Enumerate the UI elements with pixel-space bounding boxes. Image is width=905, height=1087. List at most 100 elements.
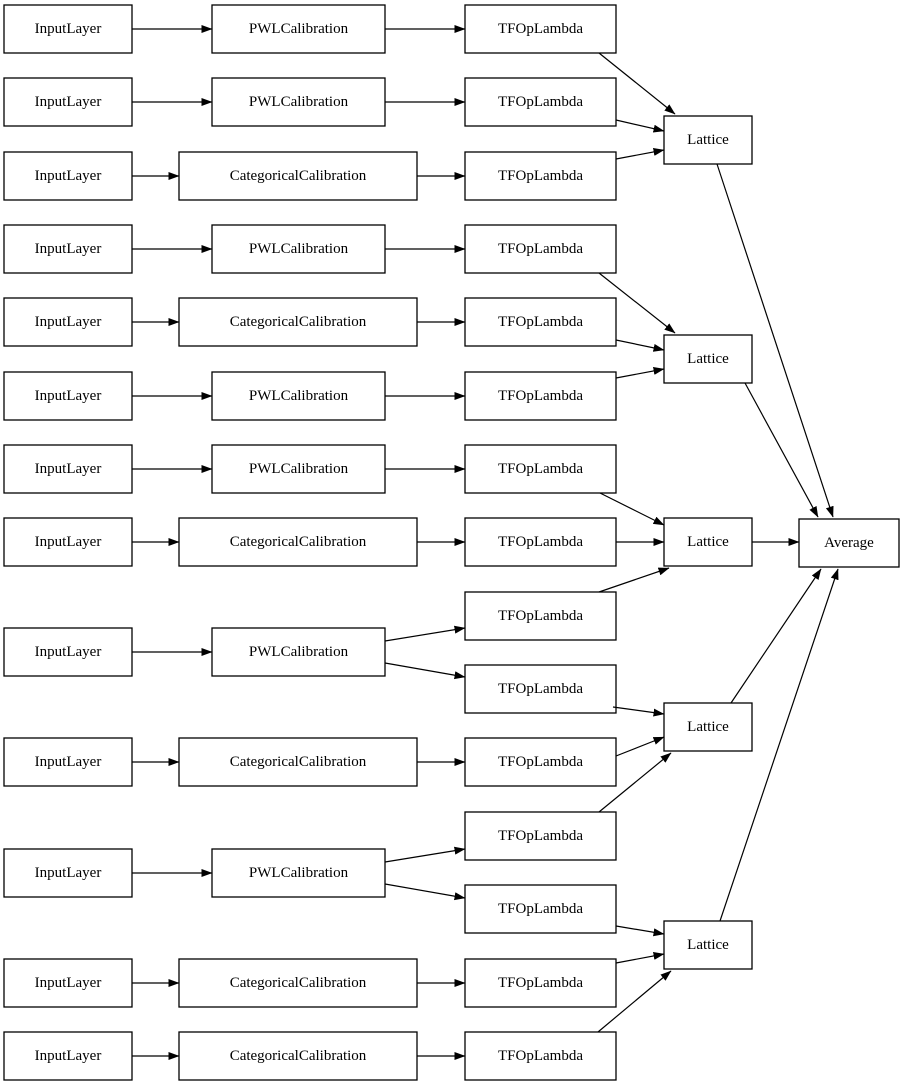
node-label: Lattice <box>687 132 729 148</box>
node-in2: InputLayer <box>3 77 133 127</box>
node-box <box>464 958 617 1008</box>
node-label: InputLayer <box>35 1048 102 1064</box>
node-avg: Average <box>798 518 900 568</box>
node-cal3: CategoricalCalibration <box>178 151 418 201</box>
node-box <box>464 517 617 567</box>
node-label: Lattice <box>687 719 729 735</box>
edge-tf14-lat5 <box>615 952 665 964</box>
node-box <box>3 4 133 54</box>
node-box <box>3 958 133 1008</box>
node-box <box>211 371 386 421</box>
node-box <box>211 4 386 54</box>
node-label: InputLayer <box>35 754 102 770</box>
node-lat1: Lattice <box>663 115 753 165</box>
edge-tf13-lat5 <box>615 925 665 937</box>
node-label: CategoricalCalibration <box>230 168 367 184</box>
node-label: TFOpLambda <box>498 534 583 550</box>
node-label: InputLayer <box>35 241 102 257</box>
node-box <box>3 1031 133 1081</box>
node-lat5: Lattice <box>663 920 753 970</box>
node-label: InputLayer <box>35 168 102 184</box>
node-tf1: TFOpLambda <box>464 4 617 54</box>
node-label: TFOpLambda <box>498 241 583 257</box>
edge-cal9-tf10 <box>384 662 466 680</box>
node-tf7: TFOpLambda <box>464 444 617 494</box>
edge-tf15-lat5 <box>597 970 672 1033</box>
node-label: CategoricalCalibration <box>230 314 367 330</box>
node-tf11: TFOpLambda <box>464 737 617 787</box>
node-label: PWLCalibration <box>249 21 349 37</box>
node-label: TFOpLambda <box>498 461 583 477</box>
node-box <box>464 4 617 54</box>
edge-lat4-avg <box>730 568 822 704</box>
node-tf3: TFOpLambda <box>464 151 617 201</box>
node-box <box>3 848 133 898</box>
node-cal9: PWLCalibration <box>211 627 386 677</box>
node-in5: InputLayer <box>3 297 133 347</box>
node-tf5: TFOpLambda <box>464 297 617 347</box>
node-box <box>663 517 753 567</box>
node-box <box>464 371 617 421</box>
node-tf9: TFOpLambda <box>464 591 617 641</box>
node-box <box>663 115 753 165</box>
node-cal4: PWLCalibration <box>211 224 386 274</box>
edge-tf5-lat2 <box>615 339 665 352</box>
node-box <box>663 920 753 970</box>
node-box <box>3 151 133 201</box>
node-in13: InputLayer <box>3 1031 133 1081</box>
node-tf13: TFOpLambda <box>464 884 617 934</box>
node-cal7: PWLCalibration <box>211 444 386 494</box>
node-box <box>464 884 617 934</box>
node-tf14: TFOpLambda <box>464 958 617 1008</box>
node-in12: InputLayer <box>3 958 133 1008</box>
node-label: InputLayer <box>35 461 102 477</box>
node-label: Lattice <box>687 351 729 367</box>
node-label: Lattice <box>687 937 729 953</box>
edge-lat1-avg <box>716 163 834 518</box>
node-tf2: TFOpLambda <box>464 77 617 127</box>
edge-cal11-tf12 <box>384 846 466 863</box>
edge-cal9-tf9 <box>384 625 466 642</box>
node-tf10: TFOpLambda <box>464 664 617 714</box>
node-in10: InputLayer <box>3 737 133 787</box>
node-in1: InputLayer <box>3 4 133 54</box>
node-label: Average <box>824 535 874 551</box>
node-cal13: CategoricalCalibration <box>178 1031 418 1081</box>
node-label: TFOpLambda <box>498 21 583 37</box>
node-in9: InputLayer <box>3 627 133 677</box>
node-label: CategoricalCalibration <box>230 975 367 991</box>
node-box <box>178 297 418 347</box>
node-cal1: PWLCalibration <box>211 4 386 54</box>
edge-tf4-lat2 <box>598 272 676 334</box>
node-label: PWLCalibration <box>249 94 349 110</box>
node-label: PWLCalibration <box>249 865 349 881</box>
node-box <box>464 664 617 714</box>
edge-tf6-lat2 <box>615 367 665 379</box>
node-box <box>178 737 418 787</box>
edge-tf3-lat1 <box>615 148 665 160</box>
node-label: CategoricalCalibration <box>230 534 367 550</box>
node-label: TFOpLambda <box>498 608 583 624</box>
node-in3: InputLayer <box>3 151 133 201</box>
node-cal2: PWLCalibration <box>211 77 386 127</box>
edges-layer <box>132 25 839 1060</box>
node-label: InputLayer <box>35 388 102 404</box>
node-label: TFOpLambda <box>498 901 583 917</box>
edge-cal11-tf13 <box>384 883 466 901</box>
node-label: TFOpLambda <box>498 681 583 697</box>
edge-tf9-lat3 <box>598 567 670 593</box>
node-label: InputLayer <box>35 21 102 37</box>
node-box <box>464 811 617 861</box>
node-label: PWLCalibration <box>249 461 349 477</box>
edge-lat2-avg <box>744 382 819 518</box>
node-box <box>663 334 753 384</box>
node-tf6: TFOpLambda <box>464 371 617 421</box>
node-label: InputLayer <box>35 94 102 110</box>
node-in6: InputLayer <box>3 371 133 421</box>
node-box <box>464 591 617 641</box>
node-label: PWLCalibration <box>249 644 349 660</box>
edge-lat5-avg <box>719 568 839 922</box>
node-box <box>3 517 133 567</box>
node-label: PWLCalibration <box>249 241 349 257</box>
